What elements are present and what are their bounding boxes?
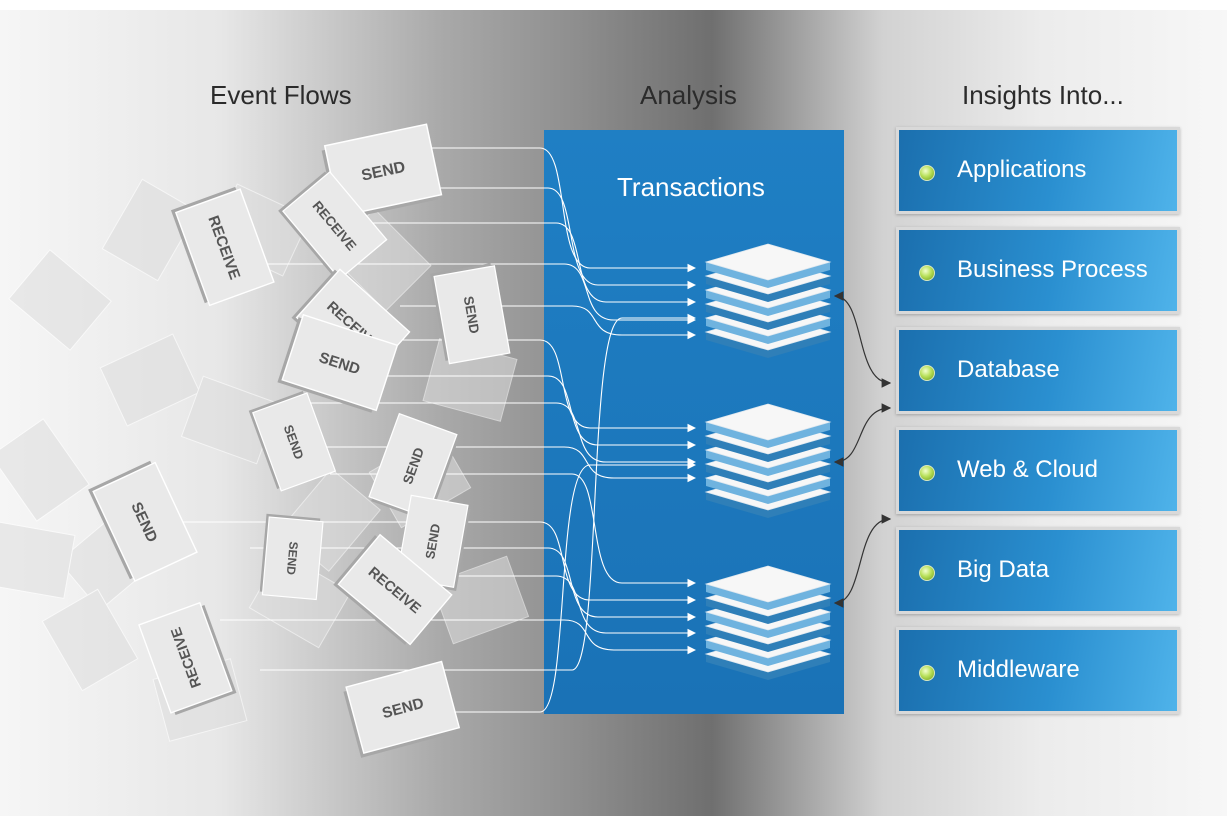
flow-line bbox=[300, 402, 697, 467]
status-dot-icon bbox=[919, 665, 935, 681]
flow-lines bbox=[180, 147, 697, 713]
event-card: SEND bbox=[277, 313, 399, 413]
flow-line bbox=[360, 575, 697, 638]
status-dot-icon bbox=[919, 565, 935, 581]
stack-connector bbox=[833, 291, 892, 388]
insight-label: Business Process bbox=[957, 256, 1148, 283]
flow-line bbox=[420, 147, 697, 273]
title-analysis: Analysis bbox=[640, 80, 737, 110]
status-dot-icon bbox=[919, 365, 935, 381]
event-card: SEND bbox=[343, 660, 461, 758]
insight-business-process: Business Process bbox=[896, 227, 1180, 314]
insight-label: Big Data bbox=[957, 556, 1050, 583]
flow-line bbox=[250, 547, 697, 622]
ghost-card bbox=[0, 520, 76, 600]
flow-line bbox=[390, 339, 697, 433]
title-event-flows: Event Flows bbox=[210, 80, 352, 110]
flow-line bbox=[330, 222, 697, 307]
status-dot-icon bbox=[919, 265, 935, 281]
event-card: RECEIVE bbox=[138, 601, 237, 716]
event-card-label: SEND bbox=[284, 541, 301, 576]
insight-database: Database bbox=[896, 327, 1180, 414]
insight-web-cloud: Web & Cloud bbox=[896, 427, 1180, 514]
flow-line bbox=[260, 313, 697, 671]
panel-title: Transactions bbox=[617, 172, 765, 202]
stack-connector bbox=[833, 403, 892, 467]
transaction-stack-icon bbox=[704, 565, 832, 680]
flow-line bbox=[430, 460, 697, 713]
stack-connector bbox=[833, 514, 892, 608]
status-dot-icon bbox=[919, 465, 935, 481]
insight-label: Database bbox=[957, 356, 1060, 383]
stack-connectors bbox=[833, 291, 892, 608]
event-card: SEND bbox=[88, 460, 198, 583]
insight-label: Applications bbox=[957, 156, 1087, 183]
title-insights: Insights Into... bbox=[962, 80, 1124, 110]
ghost-card bbox=[8, 249, 112, 351]
flow-line bbox=[400, 305, 697, 340]
ghost-card bbox=[41, 588, 139, 692]
flow-line bbox=[360, 187, 697, 290]
ghost-card bbox=[0, 418, 90, 522]
event-card: RECEIVE bbox=[170, 186, 275, 307]
flow-line bbox=[220, 619, 697, 655]
event-card: SEND bbox=[368, 412, 459, 523]
event-card: SEND bbox=[430, 263, 511, 365]
transaction-stack-icon bbox=[704, 243, 832, 358]
event-card: RECEIVE bbox=[278, 170, 388, 280]
flow-line bbox=[180, 521, 697, 605]
insight-applications: Applications bbox=[896, 127, 1180, 214]
flow-line bbox=[240, 263, 697, 325]
flow-line bbox=[320, 375, 697, 450]
event-card: SEND bbox=[248, 391, 337, 492]
flow-line bbox=[330, 473, 697, 588]
event-card: SEND bbox=[259, 513, 324, 601]
insight-label: Web & Cloud bbox=[957, 456, 1098, 483]
insight-middleware: Middleware bbox=[896, 627, 1180, 714]
insight-big-data: Big Data bbox=[896, 527, 1180, 614]
event-card-label: SEND bbox=[422, 523, 443, 561]
event-card-label: SEND bbox=[461, 295, 482, 335]
transaction-stack-icon bbox=[704, 403, 832, 518]
ghost-card bbox=[101, 178, 199, 282]
status-dot-icon bbox=[919, 165, 935, 181]
insight-label: Middleware bbox=[957, 656, 1080, 683]
ghost-card bbox=[99, 333, 201, 427]
transaction-stacks bbox=[704, 243, 832, 680]
event-card: RECEIVE bbox=[333, 533, 453, 646]
flow-line bbox=[310, 446, 697, 483]
